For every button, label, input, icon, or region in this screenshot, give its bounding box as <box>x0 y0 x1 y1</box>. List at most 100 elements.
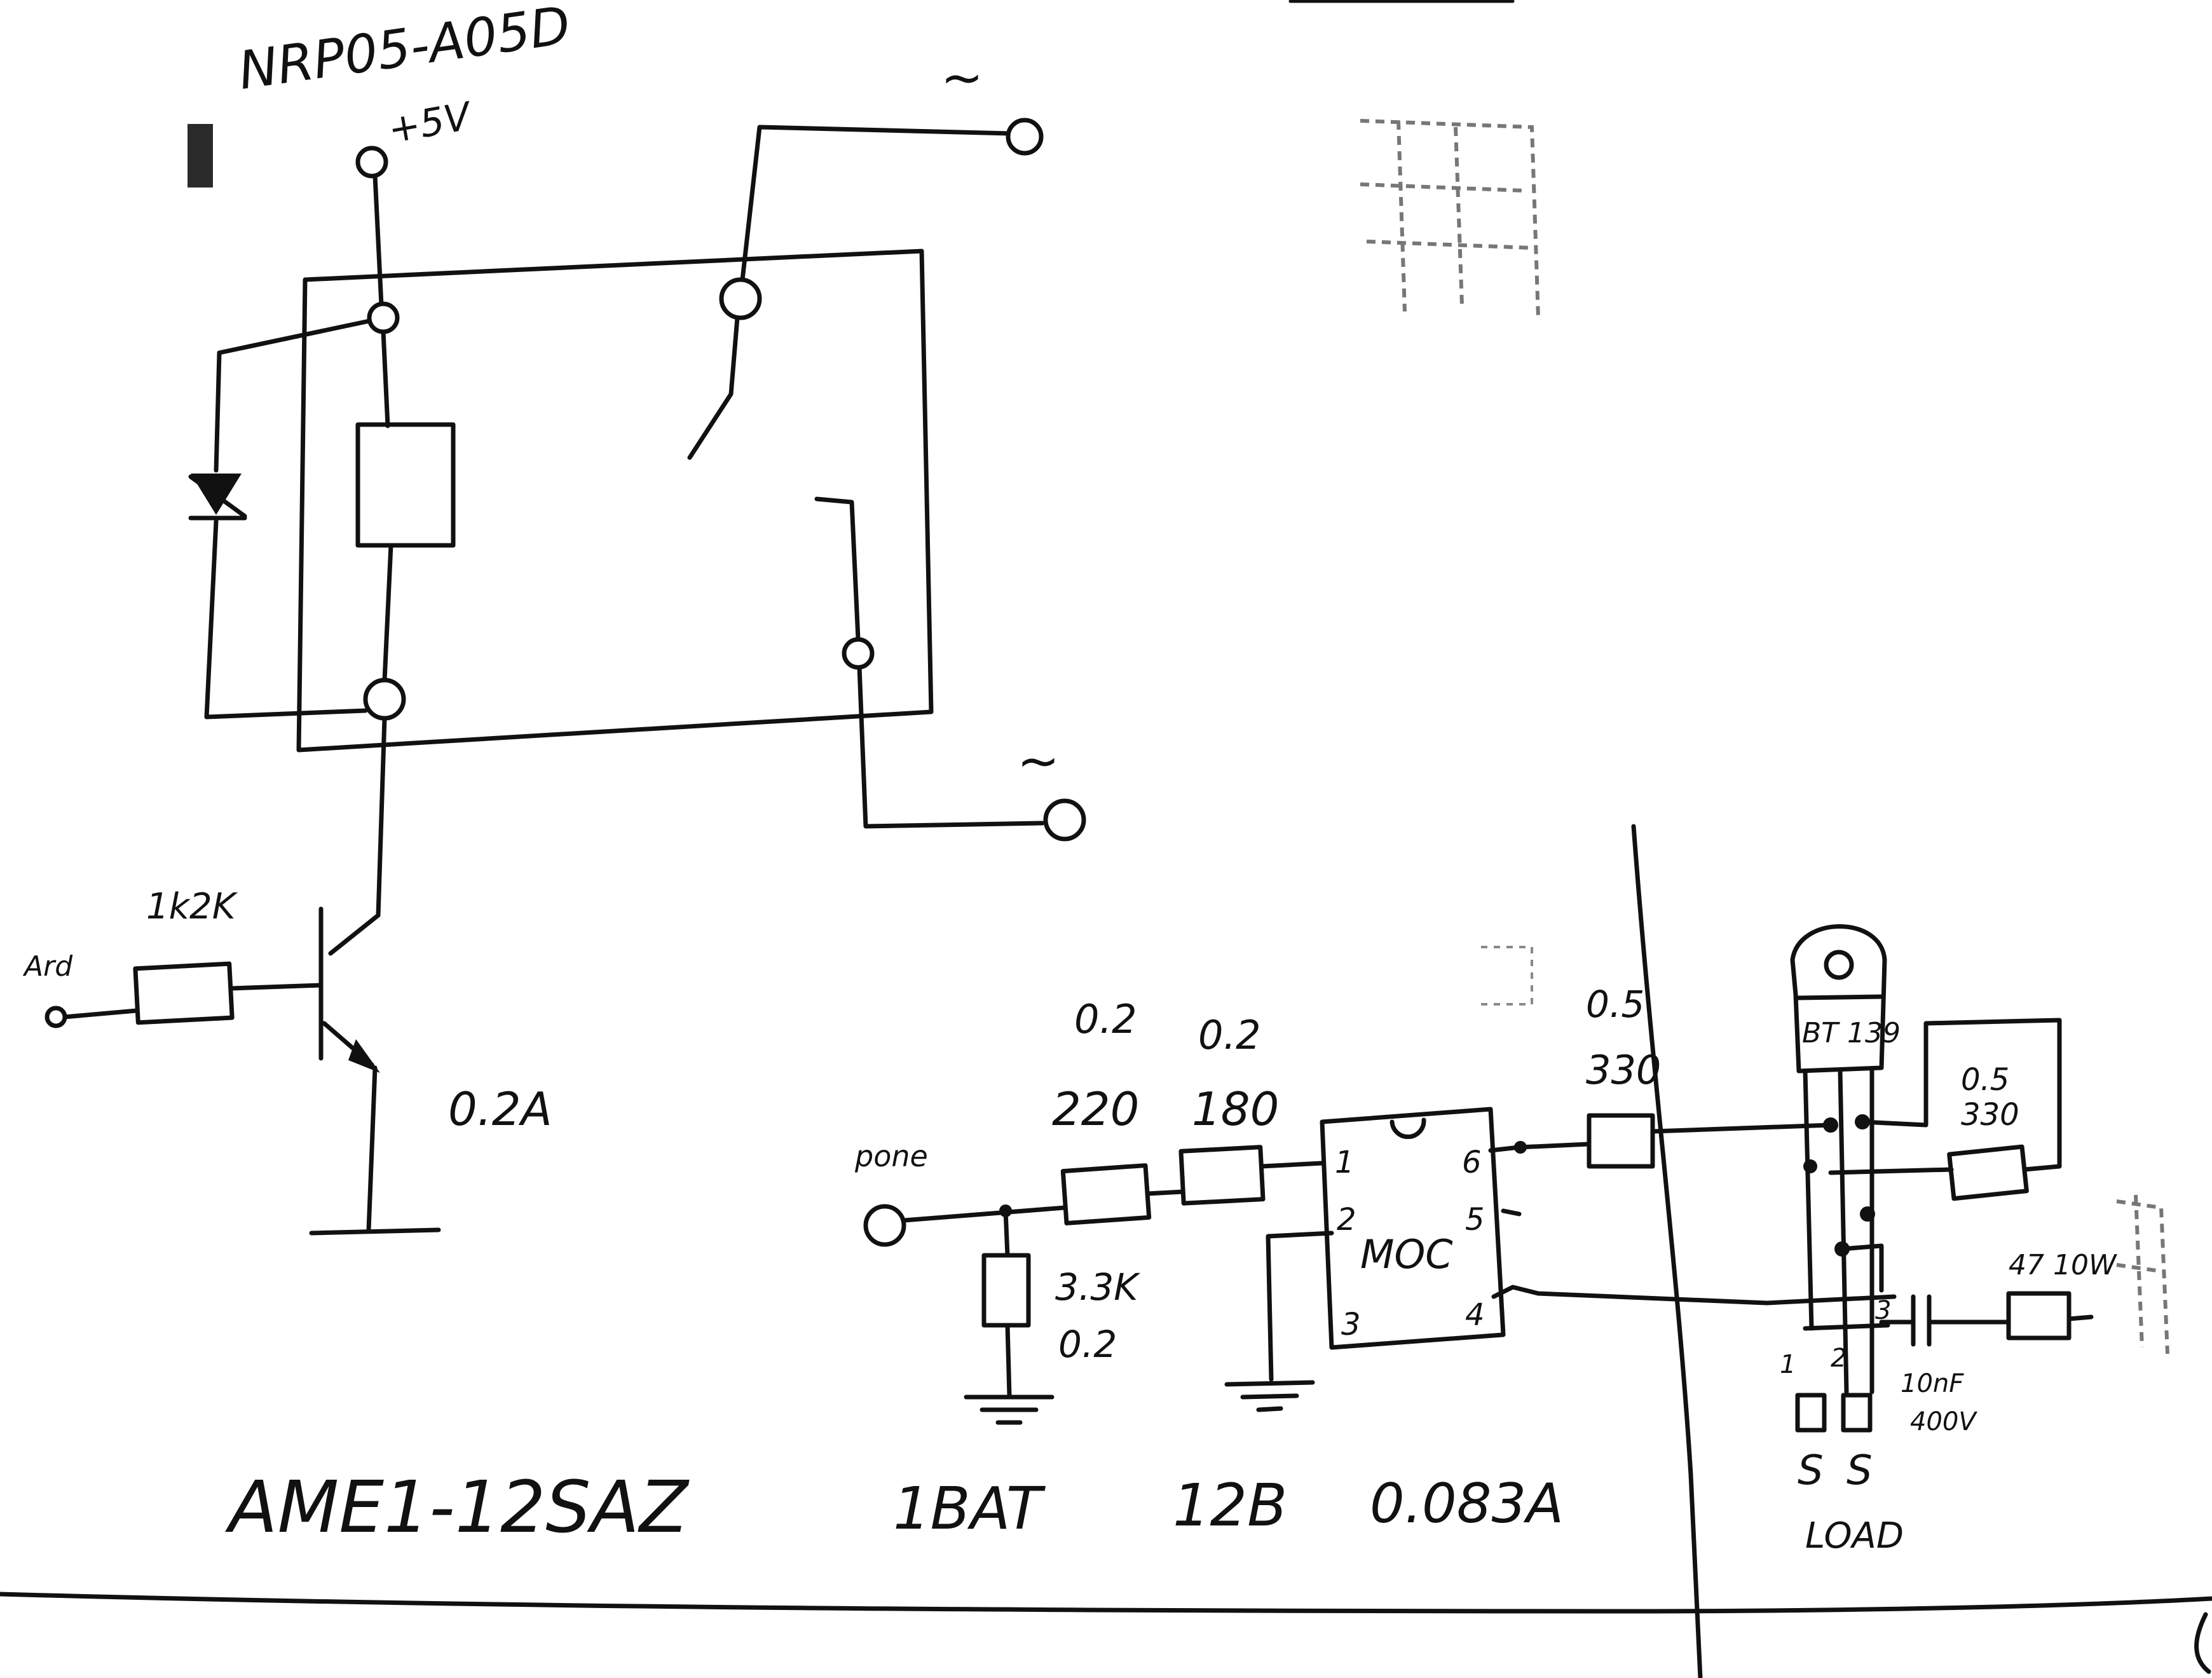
moc-pin-3: 3 <box>1341 1307 1361 1342</box>
wire-resistor-to-base <box>228 983 324 991</box>
wire-r1-r2 <box>1145 1189 1185 1196</box>
converter-power: 1BAT <box>893 1475 1046 1543</box>
triac-mounting-hole <box>1824 950 1854 980</box>
triac-driver-input-terminal <box>863 1204 906 1247</box>
shunt-value: 3.3K <box>1055 1265 1140 1309</box>
transistor-collector <box>328 913 381 956</box>
junction-dot <box>1860 1206 1875 1222</box>
base-resistor <box>133 961 235 1025</box>
moc-pin5-stub <box>1501 1208 1522 1217</box>
relay-switch-arm <box>687 315 740 460</box>
wire-coil-bottom <box>382 543 393 683</box>
ac-symbol-bottom: ~ <box>1017 732 1060 791</box>
wire-common-to-ac <box>740 125 1013 282</box>
triac-pin-1: 1 <box>1780 1350 1796 1379</box>
converter-current: 0.083A <box>1370 1472 1564 1536</box>
resistor-r2 <box>1178 1145 1266 1206</box>
r2-power: 0.2 <box>1198 1012 1261 1058</box>
moc-pin-6: 6 <box>1462 1145 1482 1180</box>
scan-grid-pattern <box>2116 1194 2169 1354</box>
driver-current-label: 0.2A <box>448 1082 552 1136</box>
relay-coil <box>355 422 456 548</box>
ground-line-1 <box>1224 1380 1315 1387</box>
emitter-arrow <box>348 1039 380 1073</box>
wire-snubber-loop <box>1860 1018 2062 1172</box>
converter-voltage: 12B <box>1173 1471 1287 1539</box>
wire-coil-top <box>381 329 390 428</box>
base-resistor-value: 1k2K <box>146 886 238 927</box>
moc-chip-body <box>1320 1107 1506 1350</box>
wire-snubber-r <box>1828 1167 1954 1175</box>
load-label: LOAD <box>1805 1515 1904 1557</box>
r1-power: 0.2 <box>1074 996 1137 1042</box>
wire-input <box>62 1008 139 1020</box>
wire-supply <box>372 174 384 308</box>
triac-load-section: BT 139 1 2 3 0.5 330 47 10W 10nF 400V S <box>1780 924 2117 1557</box>
dc-converter-note: AME1-12SAZ 1BAT 12B 0.083A <box>225 1466 1564 1549</box>
ac-terminal-top <box>1006 118 1044 156</box>
load-terminal-box-a <box>1795 1393 1827 1433</box>
triac-leg-1 <box>1803 1068 1814 1331</box>
supply-voltage-label: +5V <box>385 94 476 153</box>
moc-pin-1: 1 <box>1335 1145 1355 1180</box>
shunt-power: 0.2 <box>1058 1323 1117 1366</box>
ground-symbol <box>964 1395 1055 1425</box>
scan-smudge <box>188 124 213 188</box>
page-fold-line <box>0 1592 2212 1614</box>
wire-rout-to-triac <box>1650 1122 1833 1134</box>
wire-input-to-r1 <box>901 1205 1067 1223</box>
scan-grid-pattern <box>1360 119 1540 318</box>
triac-driver-input-label: pone <box>854 1139 928 1173</box>
moc-chip-notch <box>1389 1117 1426 1140</box>
triac-driver: pone 0.2 220 0.2 180 3.3K 0.2 MOC 1 2 3 … <box>854 824 1897 1678</box>
wire-no-to-ac <box>857 665 1045 829</box>
wire-pin6 <box>1488 1142 1592 1153</box>
relay-pin-coil-plus <box>367 301 400 334</box>
wire-emitter-ground <box>366 1065 378 1232</box>
driver-input-terminal <box>44 1006 67 1028</box>
ground-symbol <box>309 1227 441 1236</box>
snubber-r2-value: 47 10W <box>2009 1249 2117 1281</box>
resistor-shunt <box>981 1253 1031 1328</box>
scan-grid-pattern <box>1481 946 1533 1006</box>
snubber-c-value: 10nF <box>1901 1369 1964 1398</box>
transistor-driver: 0.2A Ard 1k2K <box>22 716 552 1236</box>
r2-value: 180 <box>1192 1082 1279 1136</box>
relay-pin-coil-minus <box>363 678 406 721</box>
load-terminal-a: S <box>1798 1447 1824 1494</box>
resistor-out <box>1587 1113 1655 1169</box>
ground-symbol <box>1224 1380 1315 1412</box>
relay-pin-common <box>719 277 762 320</box>
wire-r2-to-pin1 <box>1259 1161 1325 1169</box>
wire-pin2-ground <box>1266 1231 1334 1382</box>
moc-pin-2: 2 <box>1337 1202 1356 1238</box>
junction-dot <box>1803 1159 1817 1173</box>
moc-chip-label: MOC <box>1360 1231 1453 1278</box>
snubber-resistor-2 <box>2006 1291 2072 1340</box>
isolation-line <box>1631 824 1703 1678</box>
r-out-power: 0.5 <box>1586 983 1644 1026</box>
relay-pin-no <box>842 637 875 670</box>
triac-package-tab <box>1790 924 1887 1074</box>
wire-shunt-ground <box>1005 1323 1012 1398</box>
relay-part-number: NRP05-A05D <box>235 0 574 102</box>
r-out-value: 330 <box>1586 1047 1661 1093</box>
wire-pin4-to-triac <box>1491 1285 1897 1306</box>
triac-leg-2 <box>1838 1068 1849 1395</box>
diode-mark <box>188 474 247 519</box>
triac-package-line <box>1795 994 1885 1000</box>
r1-value: 220 <box>1052 1082 1139 1136</box>
load-terminal-box-b <box>1841 1393 1873 1433</box>
ground-line-3 <box>1256 1406 1283 1412</box>
relay-section: NRP05-A05D +5V ~ ~ <box>188 0 1086 842</box>
converter-part-number: AME1-12SAZ <box>225 1466 690 1549</box>
relay-no-contact <box>814 496 861 641</box>
load-terminal-b: S <box>1847 1447 1873 1494</box>
resistor-r1 <box>1060 1163 1152 1225</box>
junction-dot <box>1514 1141 1527 1154</box>
wire-flyback-loop <box>204 318 372 720</box>
wire-coil-to-collector <box>376 716 387 918</box>
driver-input-label: Ard <box>22 950 73 983</box>
